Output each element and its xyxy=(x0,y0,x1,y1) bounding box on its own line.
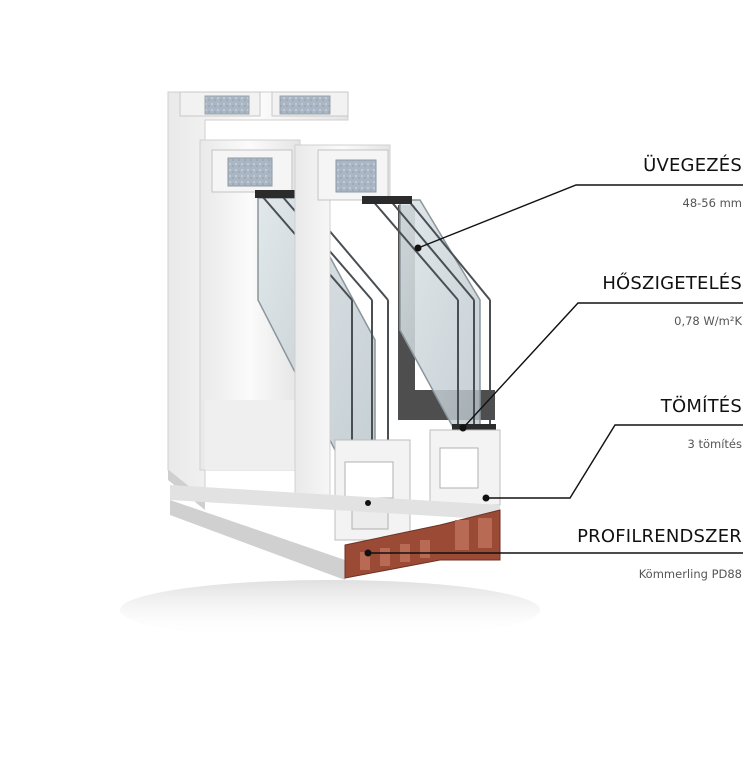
callout-glazing: ÜVEGEZÉS 48-56 mm xyxy=(643,155,742,210)
leader-lines xyxy=(368,184,743,554)
leader-gasket xyxy=(486,424,743,499)
leader-glazing xyxy=(417,184,743,249)
leader-insulation xyxy=(462,302,743,429)
callout-insulation: HŐSZIGETELÉS 0,78 W/m²K xyxy=(602,273,742,328)
callout-insulation-title: HŐSZIGETELÉS xyxy=(602,273,742,294)
bottom-profile xyxy=(170,429,501,580)
callout-profile-system-title: PROFILRENDSZER xyxy=(577,526,742,547)
callout-gasket-value: 3 tömítés xyxy=(687,437,743,451)
leader-dot-profile xyxy=(364,549,372,557)
floor-shadow xyxy=(120,580,540,640)
leader-dot-gasket xyxy=(482,494,490,502)
leader-dot-insulation xyxy=(459,424,467,432)
callout-profile-system: PROFILRENDSZER Kömmerling PD88 xyxy=(577,526,742,581)
callout-glazing-title: ÜVEGEZÉS xyxy=(643,155,742,176)
callout-profile-system-value: Kömmerling PD88 xyxy=(638,567,742,581)
callout-gasket: TÖMÍTÉS 3 tömítés xyxy=(661,396,742,451)
callout-gasket-title: TÖMÍTÉS xyxy=(660,396,742,417)
callout-insulation-value: 0,78 W/m²K xyxy=(674,314,742,328)
leader-dot-chamber xyxy=(365,500,371,506)
callout-glazing-value: 48-56 mm xyxy=(682,196,742,210)
leader-dot-glazing xyxy=(414,244,422,252)
